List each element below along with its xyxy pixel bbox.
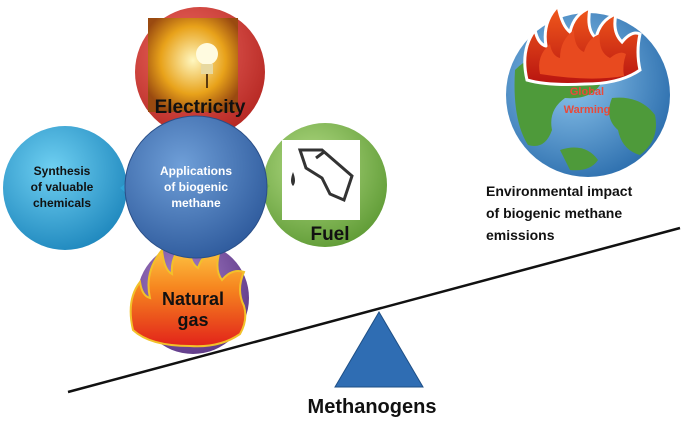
center-line-3: methane	[171, 196, 221, 210]
fire-icon	[523, 2, 642, 86]
bulb-glyph	[196, 43, 218, 88]
globe-line-1: Global	[570, 86, 604, 98]
fulcrum-label: Methanogens	[308, 396, 437, 418]
fulcrum-triangle	[334, 311, 424, 388]
center-node: Applications of biogenic methane	[124, 115, 268, 259]
natural-gas-node: Natural gas	[129, 238, 249, 354]
natural-gas-line-1: Natural	[162, 289, 224, 309]
seesaw-beam	[67, 226, 681, 394]
synthesis-line-2: of valuable	[31, 180, 94, 194]
impact-line-1: Environmental impact	[486, 183, 633, 199]
fuel-label: Fuel	[310, 224, 349, 245]
continent-shape-2	[609, 97, 656, 155]
electricity-node: Electricity	[135, 7, 265, 137]
center-line-1: Applications	[160, 164, 232, 178]
light-bulb-icon	[148, 18, 238, 112]
synthesis-node: Synthesis of valuable chemicals	[3, 126, 127, 250]
natural-gas-line-2: gas	[177, 310, 208, 330]
impact-caption: Environmental impact of biogenic methane…	[486, 183, 633, 243]
arrow-left-icon	[120, 183, 126, 193]
synthesis-line-3: chemicals	[33, 196, 91, 210]
globe-node: Global Warming	[506, 2, 670, 177]
globe-line-2: Warming	[564, 104, 611, 116]
impact-line-2: of biogenic methane	[486, 205, 622, 221]
impact-line-3: emissions	[486, 227, 555, 243]
fuel-node: Fuel	[263, 123, 387, 247]
continent-shape-3	[560, 147, 598, 171]
fuel-nozzle-icon	[291, 148, 354, 203]
synthesis-line-1: Synthesis	[34, 164, 91, 178]
electricity-label: Electricity	[155, 97, 246, 118]
center-line-2: of biogenic	[164, 180, 228, 194]
